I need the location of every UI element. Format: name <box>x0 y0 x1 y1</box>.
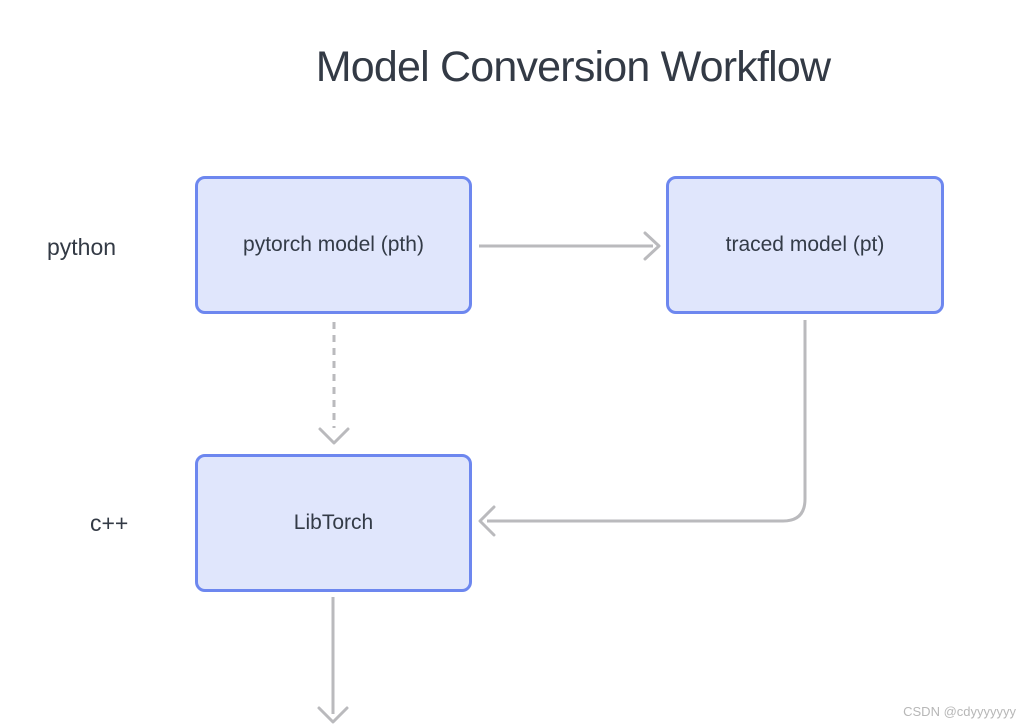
arrow-libtorch-down <box>317 597 349 724</box>
node-pytorch-model-label: pytorch model (pth) <box>243 233 424 256</box>
diagram-title: Model Conversion Workflow <box>315 43 831 91</box>
node-libtorch-label: LibTorch <box>293 511 374 534</box>
node-libtorch: LibTorch <box>195 454 472 592</box>
lane-label-cpp: c++ <box>90 510 129 536</box>
arrow-pytorch-to-traced <box>479 231 661 261</box>
node-pytorch-model: pytorch model (pth) <box>195 176 472 314</box>
arrow-pytorch-to-libtorch-dashed <box>318 322 350 445</box>
watermark: CSDN @cdyyyyyyy <box>903 704 1016 719</box>
lane-label-python: python <box>47 234 117 260</box>
node-traced-model-label: traced model (pt) <box>725 233 885 256</box>
arrow-traced-to-libtorch <box>478 320 807 537</box>
node-traced-model: traced model (pt) <box>666 176 944 314</box>
